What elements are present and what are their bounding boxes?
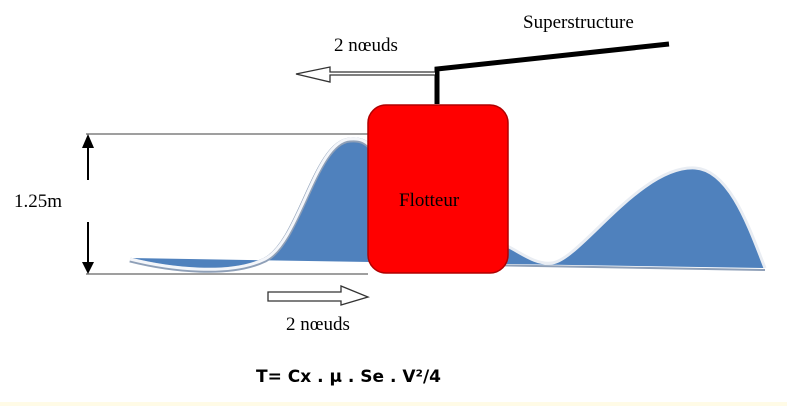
superstructure-label: Superstructure (523, 12, 634, 33)
superstructure-beam (434, 41, 670, 104)
height-label: 1.25m (14, 191, 63, 212)
speed-label-bottom: 2 nœuds (286, 314, 350, 335)
float-label: Flotteur (399, 190, 460, 211)
bottom-strip (0, 402, 787, 406)
wave-crest-left-highlight (129, 137, 372, 271)
speed-label-top: 2 nœuds (334, 35, 398, 56)
wave-crest-right (504, 166, 767, 269)
float-body (367, 104, 509, 274)
formula: T= Cx . µ . Se . V²/4 (256, 367, 442, 387)
wave-left (130, 137, 370, 269)
height-dimension-arrow (82, 134, 94, 274)
wave-right (505, 167, 765, 268)
left-speed-arrow (295, 66, 435, 83)
right-speed-arrow (267, 285, 370, 306)
